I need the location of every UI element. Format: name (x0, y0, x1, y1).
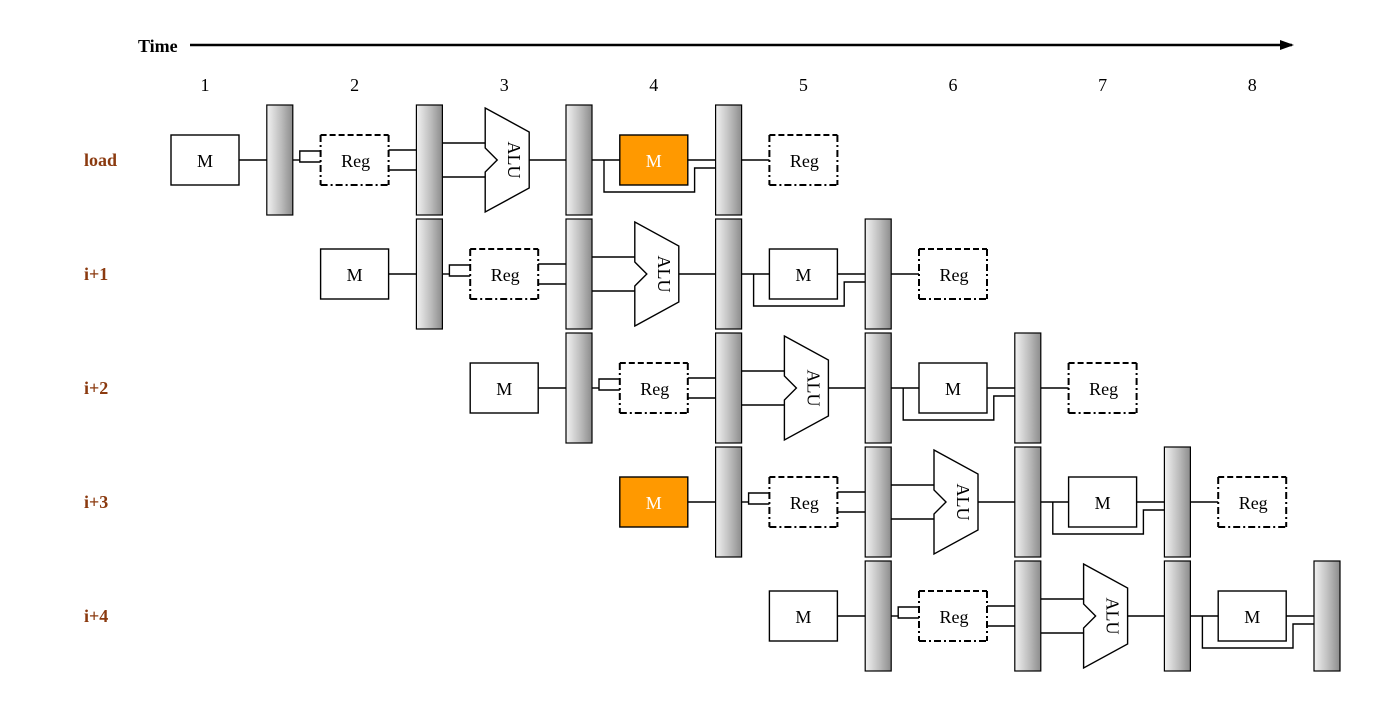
connector (299, 150, 321, 160)
connector (747, 502, 770, 505)
register-file-label: Reg (790, 493, 819, 513)
memory-stage-label: M (646, 493, 662, 513)
pipeline-register (1313, 560, 1341, 672)
connector (897, 606, 919, 616)
memory-stage (319, 248, 390, 300)
cycle-number: 5 (799, 75, 808, 95)
pipeline-register (415, 218, 443, 330)
register-file-label: Reg (640, 379, 669, 399)
connector (1201, 616, 1314, 649)
alu-label: ALU (1103, 598, 1123, 635)
alu-stage (484, 106, 530, 214)
cycle-number: 6 (949, 75, 958, 95)
pipeline-register (1163, 560, 1192, 672)
connector (752, 274, 866, 307)
pipeline-row-0: M Reg ALU M Reg (170, 104, 839, 216)
pipeline-register (1014, 332, 1042, 444)
pipeline-row-3: M Reg ALU M Reg (619, 446, 1288, 558)
alu-stage (933, 448, 979, 556)
pipeline-row-4: M Reg ALU M (768, 560, 1341, 672)
cycle-number: 4 (649, 75, 658, 95)
register-file-label: Reg (1239, 493, 1268, 513)
cycle-number: 2 (350, 75, 359, 95)
memory-stage (768, 590, 839, 642)
alu-label: ALU (654, 256, 674, 293)
pipeline-register (714, 218, 743, 330)
alu-stage (634, 220, 680, 328)
row-labels: load i+1 i+2 i+3 i+4 (84, 150, 117, 626)
pipeline-register (1163, 446, 1192, 558)
memory-stage (768, 248, 839, 300)
pipeline-register (864, 560, 892, 672)
cycle-number: 8 (1248, 75, 1257, 95)
row-label: i+2 (84, 378, 108, 398)
alu-label: ALU (504, 142, 524, 179)
pipeline-register (1014, 560, 1042, 672)
pipeline-register (565, 104, 593, 216)
connector (299, 160, 321, 163)
register-file-label: Reg (341, 151, 370, 171)
alu-label: ALU (803, 370, 823, 407)
memory-stage-label: M (197, 151, 213, 171)
memory-stage (469, 362, 539, 414)
pipeline-register (864, 446, 892, 558)
pipeline-register (415, 104, 443, 216)
register-file-label: Reg (940, 265, 969, 285)
memory-stage (619, 134, 689, 186)
pipeline-register (266, 104, 294, 216)
pipeline-register (714, 332, 743, 444)
alu-label: ALU (953, 484, 973, 521)
memory-stage-label: M (1095, 493, 1111, 513)
memory-stage (619, 476, 689, 528)
pipeline-register (1014, 446, 1042, 558)
memory-stage (1217, 590, 1287, 642)
memory-stage-label: M (795, 265, 811, 285)
pipeline-register (565, 218, 593, 330)
register-file-label: Reg (1089, 379, 1118, 399)
cycle-number: 1 (201, 75, 210, 95)
pipeline-register (714, 104, 743, 216)
pipeline-row-2: M Reg ALU M Reg (469, 332, 1138, 444)
pipeline-register (864, 332, 892, 444)
alu-stage (783, 334, 830, 442)
connector (897, 616, 919, 619)
row-label: i+3 (84, 492, 108, 512)
connector (603, 160, 716, 193)
pipeline-register (565, 332, 593, 444)
connector (598, 388, 620, 391)
memory-stage-label: M (646, 151, 662, 171)
pipeline-row-1: M Reg ALU M Reg (319, 218, 988, 330)
register-file-label: Reg (790, 151, 819, 171)
memory-stage-label: M (945, 379, 961, 399)
memory-stage-label: M (795, 607, 811, 627)
connector (598, 378, 620, 388)
memory-stage (1067, 476, 1138, 528)
row-label: i+4 (84, 606, 108, 626)
connector (1052, 502, 1165, 535)
memory-stage-label: M (1244, 607, 1260, 627)
alu-stage (1082, 562, 1129, 670)
pipeline-register (714, 446, 743, 558)
row-label: load (84, 150, 117, 170)
connector (902, 388, 1015, 421)
cycle-labels: 1 2 3 4 5 6 7 8 (201, 75, 1257, 95)
connector (448, 264, 471, 274)
pipeline-register (864, 218, 892, 330)
connector (448, 274, 471, 277)
time-axis-label: Time (138, 36, 178, 56)
cycle-number: 3 (500, 75, 509, 95)
row-label: i+1 (84, 264, 108, 284)
cycle-number: 7 (1098, 75, 1107, 95)
register-file-label: Reg (940, 607, 969, 627)
memory-stage-label: M (347, 265, 363, 285)
register-file-label: Reg (491, 265, 520, 285)
connector (747, 492, 770, 502)
memory-stage-label: M (496, 379, 512, 399)
